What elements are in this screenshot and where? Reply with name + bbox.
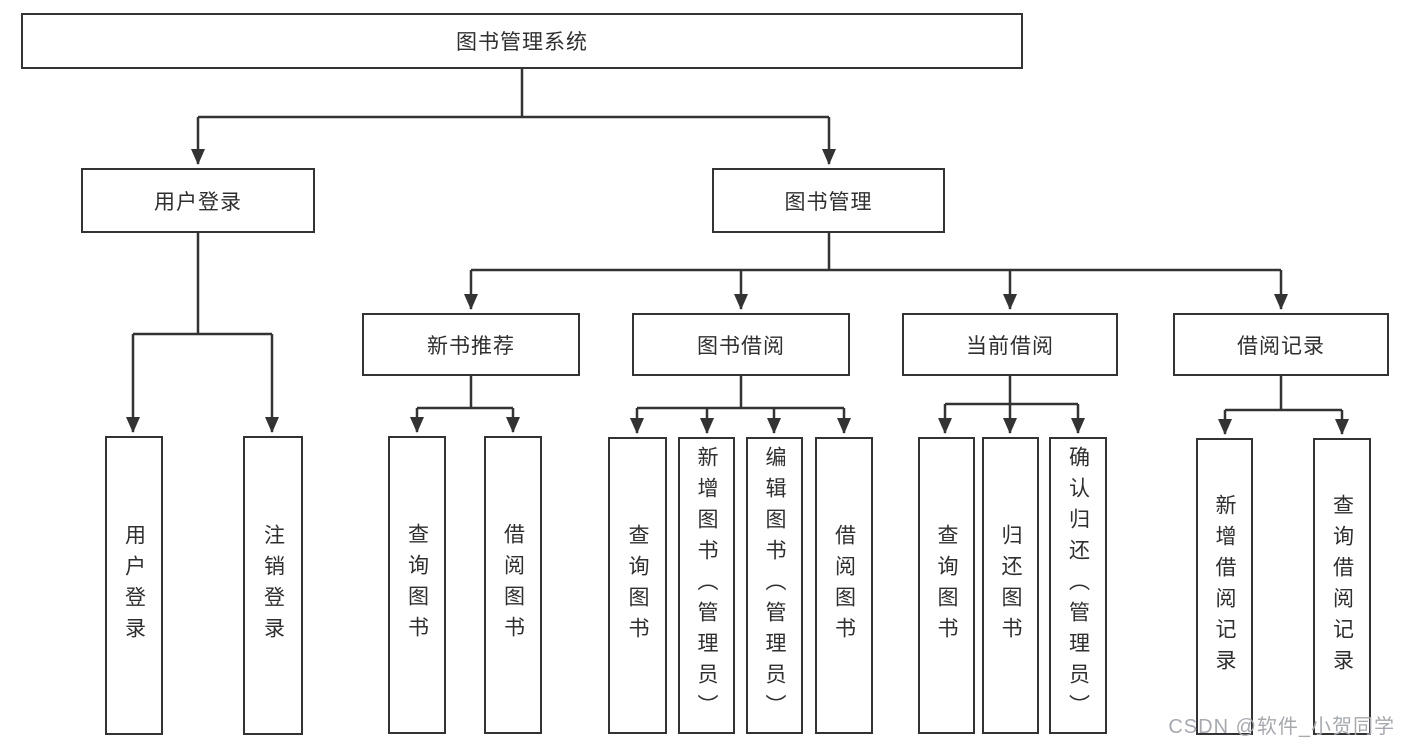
node-leaf-user-login: 用户登录: [105, 436, 163, 735]
node-label: 图书管理: [784, 190, 873, 214]
node-label: 图书管理系统: [456, 31, 588, 54]
node-new-book-recommend: 新书推荐: [362, 313, 580, 376]
node-label: 新增图书（管理员）: [695, 446, 718, 725]
node-leaf-bb-query-books: 查询图书: [608, 437, 667, 734]
node-leaf-bb-borrow-books: 借阅图书: [815, 437, 873, 734]
node-root-system: 图书管理系统: [21, 13, 1023, 69]
node-borrowing-records: 借阅记录: [1173, 313, 1389, 376]
node-label: 新书推荐: [427, 334, 515, 358]
node-leaf-bb-add-books-admin: 新增图书（管理员）: [678, 437, 735, 734]
node-leaf-nb-query-books: 查询图书: [388, 436, 446, 734]
node-label: 注销登录: [261, 523, 285, 648]
node-leaf-cb-return-books: 归还图书: [982, 437, 1039, 734]
node-user-login: 用户登录: [81, 168, 315, 233]
node-leaf-bb-edit-books-admin: 编辑图书（管理员）: [746, 437, 803, 734]
node-label: 查询借阅记录: [1330, 493, 1354, 680]
node-label: 编辑图书（管理员）: [763, 446, 786, 725]
node-leaf-nb-borrow-books: 借阅图书: [484, 436, 542, 734]
node-leaf-cb-confirm-return-admin: 确认归还（管理员）: [1049, 437, 1107, 734]
node-label: 归还图书: [999, 523, 1022, 648]
node-label: 借阅记录: [1237, 334, 1325, 358]
node-leaf-logout: 注销登录: [243, 436, 303, 735]
node-label: 新增借阅记录: [1213, 493, 1236, 680]
node-leaf-br-add-record: 新增借阅记录: [1196, 438, 1253, 735]
node-leaf-cb-query-books: 查询图书: [918, 437, 975, 734]
watermark-text: CSDN @软件_小贺同学: [1168, 716, 1395, 738]
node-book-borrowing: 图书借阅: [632, 313, 850, 376]
node-book-management: 图书管理: [712, 168, 945, 233]
node-label: 查询图书: [935, 523, 958, 648]
node-label: 当前借阅: [966, 334, 1054, 358]
node-label: 图书借阅: [697, 334, 785, 358]
node-leaf-br-query-record: 查询借阅记录: [1313, 438, 1371, 735]
node-label: 确认归还（管理员）: [1066, 446, 1090, 725]
connector-trunks: [133, 69, 1342, 412]
node-label: 借阅图书: [832, 523, 856, 648]
node-label: 查询图书: [405, 523, 429, 647]
node-label: 借阅图书: [501, 523, 525, 647]
node-label: 用户登录: [154, 190, 242, 214]
node-label: 用户登录: [122, 523, 146, 648]
node-label: 查询图书: [626, 523, 649, 648]
node-current-borrowing: 当前借阅: [902, 313, 1118, 376]
